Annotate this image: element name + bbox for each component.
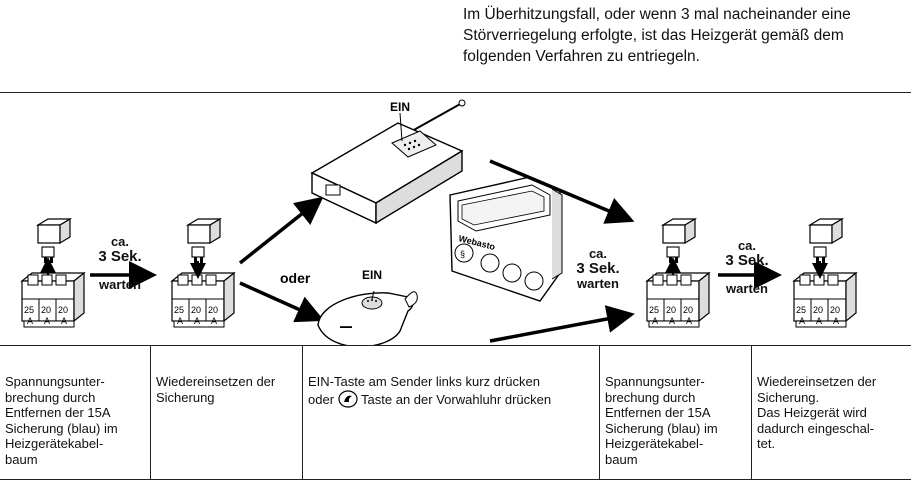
wait2-sek: 3 Sek. <box>576 260 620 277</box>
step-4-cell: Spannungsunter- brechung durch Entfernen… <box>600 346 752 479</box>
wait3-ca: ca. <box>737 238 757 253</box>
step5-line: dadurch eingeschal- <box>757 420 875 436</box>
fuse4-letter-3: A <box>833 316 839 326</box>
step3-line-2: oder Taste an der Vorwahluhr drücken <box>308 389 595 408</box>
branch-arrow-up <box>238 196 324 265</box>
timer-device-icon: § <box>449 176 563 302</box>
step-2-cell: Wiedereinsetzen der Sicherung <box>151 346 303 479</box>
fuse2-digit-3: 20 <box>208 305 218 315</box>
wait2-ca: ca. <box>588 246 608 261</box>
step5-line: Wiedereinsetzen der <box>757 374 877 389</box>
step3-line-1: EIN-Taste am Sender links kurz drücken <box>308 374 540 389</box>
fuse3-digit-3: 20 <box>683 305 693 315</box>
wait1-warten: warten <box>99 277 141 292</box>
fuse3-letter-2: A <box>669 316 675 326</box>
intro-text: Im Überhitzungsfall, oder wenn 3 mal nac… <box>463 4 913 67</box>
procedure-frame <box>0 92 911 480</box>
step3-taste-text: Taste an der Vorwahluhr drücken <box>361 391 552 407</box>
converge-arrow-top <box>489 159 635 224</box>
remote-transmitter-icon <box>310 99 466 225</box>
fuse1-digit-3: 20 <box>58 305 68 315</box>
fuse3-letter-1: A <box>652 316 658 326</box>
step3-oder: oder <box>308 391 335 407</box>
fuse3-digit-2: 20 <box>666 305 676 315</box>
fuse2-digit-1: 25 <box>174 305 184 315</box>
wait-label-2: ca. 3 Sek. warten <box>565 246 631 291</box>
step1-line: Entfernen der 15A <box>5 405 111 420</box>
step1-line: baum <box>5 451 38 467</box>
step4-line: Entfernen der 15A <box>605 405 711 420</box>
wait1-sek: 3 Sek. <box>98 248 142 265</box>
oder-label: oder <box>280 270 311 286</box>
fuse4-digit-2: 20 <box>813 305 823 315</box>
step2-line: Wiedereinsetzen der <box>156 374 276 389</box>
step4-line: Spannungsunter- <box>605 374 705 389</box>
ein-label-top: EIN <box>390 100 410 114</box>
converge-arrow-bottom <box>489 305 635 343</box>
branch-arrow-down <box>239 281 325 323</box>
step1-line: Sicherung (blau) im <box>5 420 118 436</box>
intro-line-1: Im Überhitzungsfall, oder wenn 3 mal nac… <box>463 6 851 23</box>
wait2-warten: warten <box>577 276 619 291</box>
step4-line: baum <box>605 451 638 467</box>
step1-line: brechung durch <box>5 389 96 405</box>
fuse2-digit-2: 20 <box>191 305 201 315</box>
wait3-warten: warten <box>726 281 768 296</box>
fuse4-letter-2: A <box>816 316 822 326</box>
procedure-illustration: 25 20 20 A A A 25 20 20 A A A EIN ode <box>21 99 857 345</box>
fuse4-letter-1: A <box>799 316 805 326</box>
step5-line: tet. <box>757 436 776 451</box>
svg-text:§: § <box>460 249 465 259</box>
step4-line: Heizgerätekabel- <box>605 436 704 451</box>
fuse-block-3: 25 20 20 A A A <box>646 218 710 328</box>
fuse4-digit-1: 25 <box>796 305 806 315</box>
step1-line: Spannungsunter- <box>5 374 105 389</box>
step4-line: Sicherung (blau) im <box>605 420 718 436</box>
wait1-ca: ca. <box>110 234 130 249</box>
fuse1-letter-2: A <box>44 316 50 326</box>
fuse1-digit-1: 25 <box>24 305 34 315</box>
fuse-block-4: 25 20 20 A A A <box>793 218 857 328</box>
step-descriptions: Spannungsunter- brechung durch Entfernen… <box>0 345 911 479</box>
wait-label-1: ca. 3 Sek. warten <box>92 234 148 292</box>
svg-text:▬▬: ▬▬ <box>340 324 352 330</box>
wait3-sek: 3 Sek. <box>725 252 769 269</box>
fuse1-digit-2: 20 <box>41 305 51 315</box>
intro-line-2: Störverriegelung erfolgte, ist das Heizg… <box>463 27 844 44</box>
step5-line: Das Heizgerät wird <box>757 405 867 420</box>
intro-line-3: folgenden Verfahren zu entriegeln. <box>463 48 700 65</box>
key-fob-remote-icon: ▬▬ <box>317 290 418 345</box>
fuse1-letter-3: A <box>61 316 67 326</box>
step-3-cell: EIN-Taste am Sender links kurz drücken o… <box>303 346 600 479</box>
fuse2-letter-3: A <box>211 316 217 326</box>
timer-button-icon <box>338 389 358 408</box>
fuse3-letter-3: A <box>686 316 692 326</box>
wait-label-3: ca. 3 Sek. warten <box>718 238 776 296</box>
fuse-block-1: 25 20 20 A A A <box>21 218 85 328</box>
ein-label-bottom: EIN <box>362 268 382 282</box>
fuse4-digit-3: 20 <box>830 305 840 315</box>
step-1-cell: Spannungsunter- brechung durch Entfernen… <box>0 346 151 479</box>
step1-line: Heizgerätekabel- <box>5 436 104 451</box>
step4-line: brechung durch <box>605 389 696 405</box>
step2-line: Sicherung <box>156 389 215 405</box>
fuse-block-2: 25 20 20 A A A <box>171 218 235 328</box>
fuse2-letter-2: A <box>194 316 200 326</box>
fuse2-letter-1: A <box>177 316 183 326</box>
step5-line: Sicherung. <box>757 389 820 405</box>
fuse3-digit-1: 25 <box>649 305 659 315</box>
step-5-cell: Wiedereinsetzen der Sicherung. Das Heizg… <box>752 346 911 479</box>
fuse1-letter-1: A <box>27 316 33 326</box>
